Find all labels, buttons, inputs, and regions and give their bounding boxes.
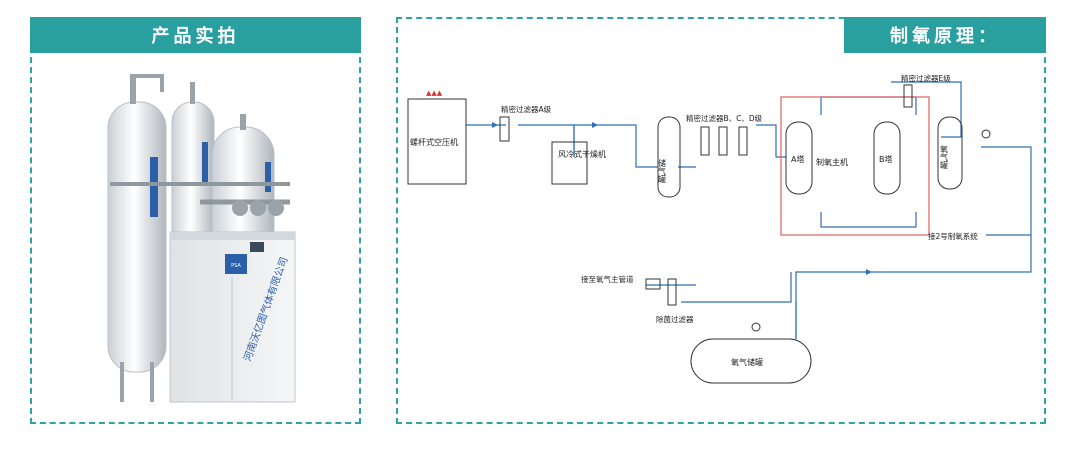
to-main-pipe-label: 接至氧气主管道 <box>581 274 634 284</box>
pressure-gauge-icon <box>981 129 991 139</box>
filter-bcd-label: 精密过滤器B、C、D级 <box>686 113 763 123</box>
filter-d <box>738 126 748 156</box>
filter-a-label: 精密过滤器A级 <box>501 104 552 114</box>
product-photo-title: 产品实拍 <box>30 17 361 53</box>
principle-title: 制氧原理： <box>844 17 1046 53</box>
filter-a <box>499 116 510 142</box>
storage-gauge-icon <box>751 322 761 332</box>
filter-e-label: 精密过滤器E级 <box>901 73 951 83</box>
tower-a <box>785 121 813 195</box>
oxygen-tank-label: 氧气罐 <box>940 144 949 170</box>
sterile-filter-label: 除菌过滤器 <box>656 314 694 324</box>
label-small: PSA <box>231 263 241 269</box>
storage-tank-label: 氧气储罐 <box>731 357 763 367</box>
tower-a-label: A塔 <box>791 154 804 164</box>
oxygen-tank <box>937 116 963 190</box>
filter-e <box>903 84 913 108</box>
product-photo: PSA 河南沃亿图气体有限公司 <box>107 74 296 403</box>
valve-icon <box>645 278 661 290</box>
main-unit-frame <box>780 96 930 236</box>
principle-panel <box>396 17 1046 424</box>
tower-b-label: B塔 <box>879 154 893 164</box>
oxygen-process-diagram: 螺杆式空压机 ▲▲▲ 精密过滤器A级 风冷式干燥机 储气罐 精密过滤器B、C、D… <box>407 73 1032 384</box>
sterile-filter <box>667 278 677 306</box>
dryer-box <box>551 141 588 185</box>
compressor-label: 螺杆式空压机 <box>410 137 458 147</box>
filter-b <box>700 126 710 156</box>
air-tank <box>657 116 681 198</box>
storage-tank <box>690 338 812 384</box>
compressor-box <box>407 98 467 185</box>
compressor-warning-icons: ▲▲▲ <box>426 89 443 97</box>
main-unit-label: 制氧主机 <box>816 157 848 167</box>
air-tank-label: 储气罐 <box>658 158 667 184</box>
blue-label <box>225 254 247 274</box>
flow-arrows <box>492 122 872 275</box>
dryer-label: 风冷式干燥机 <box>558 149 606 159</box>
tank-left <box>107 101 167 373</box>
tower-b <box>873 121 901 195</box>
to-system2-label: 接2号制氧系统 <box>928 231 978 241</box>
filter-c <box>718 126 728 156</box>
